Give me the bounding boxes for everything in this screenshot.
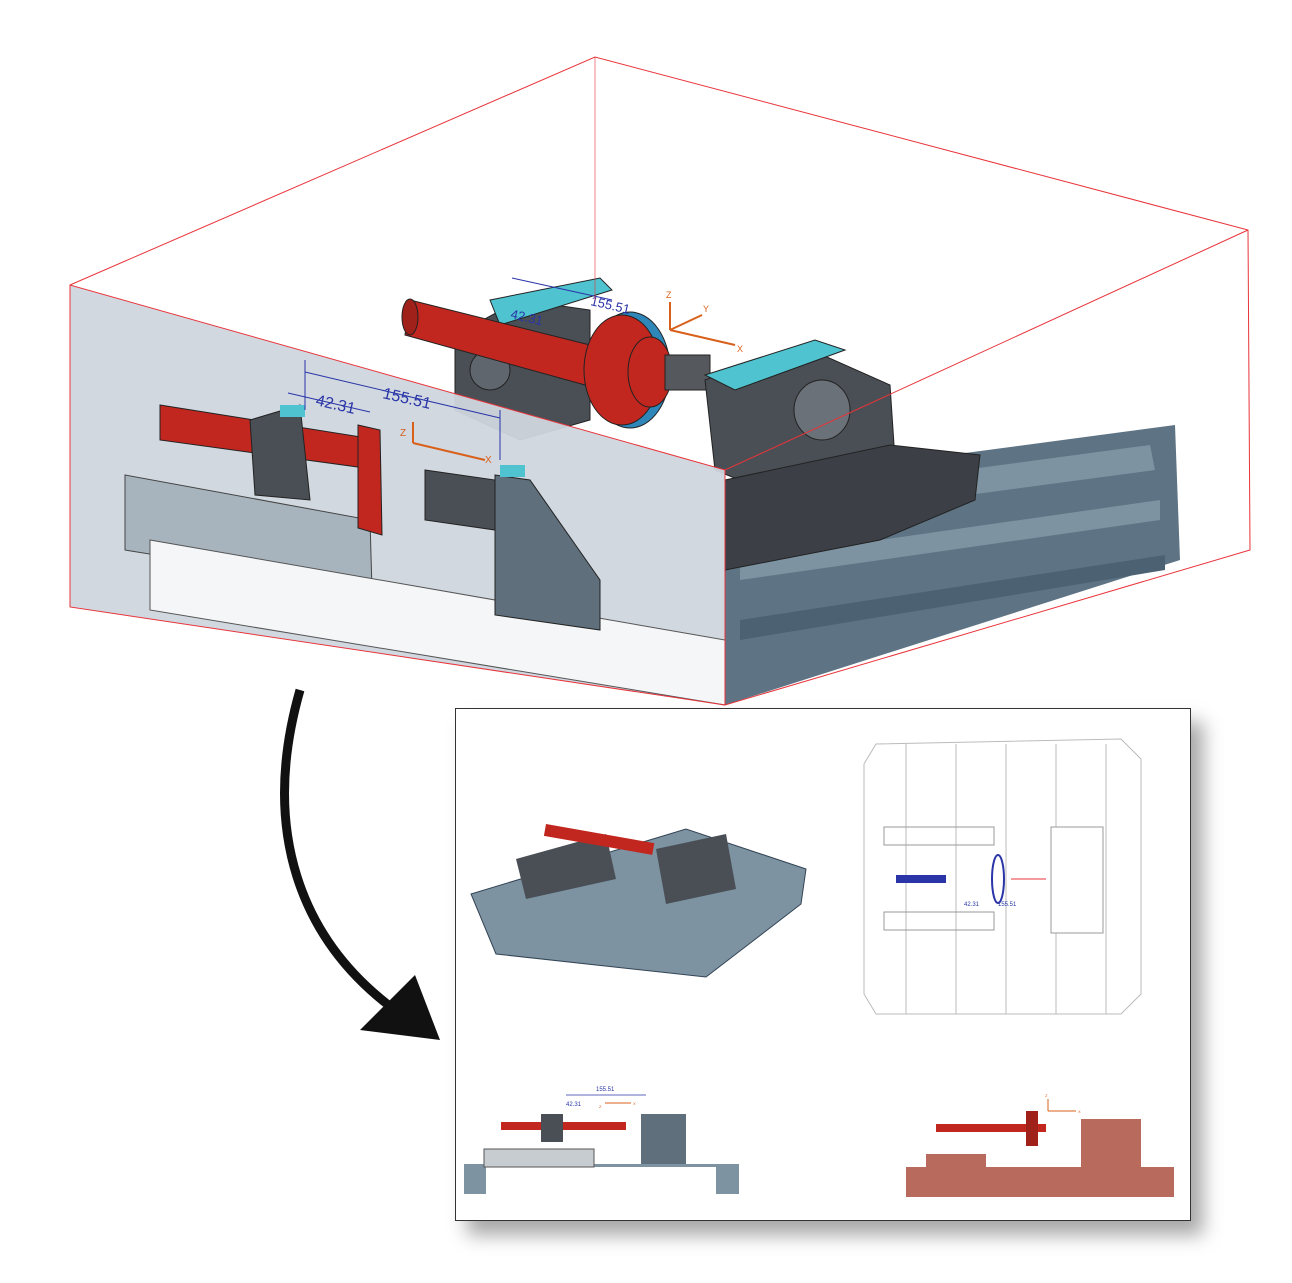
model-axis-z: Z — [666, 290, 672, 300]
isometric-view — [470, 824, 807, 978]
bounding-box — [69, 56, 1251, 706]
top-dim-short: 42.31 — [964, 902, 980, 908]
top-dim-long: 155.51 — [998, 902, 1017, 908]
front-view: 155.51 42.31 Z X — [464, 1087, 739, 1195]
drawing-sheet: 42.31 155.51 155.51 42.31 Z X Z X — [455, 708, 1191, 1221]
model-axis-x: X — [737, 344, 743, 354]
model-dim-short: 42.31 — [509, 306, 544, 328]
transition-arrow-icon — [280, 688, 440, 1040]
section-axis-x: X — [1078, 1109, 1081, 1114]
shaft-3d — [401, 298, 711, 429]
front-dim-short: 42.31 — [566, 1102, 582, 1108]
section-view: Z X — [906, 1093, 1174, 1197]
fixture-right-3d — [703, 339, 981, 571]
section-axis-z: Z — [1045, 1093, 1048, 1098]
front-dim-long: 155.51 — [596, 1087, 615, 1093]
drawing-views: 42.31 155.51 155.51 42.31 Z X Z X — [464, 738, 1174, 1197]
front-axis-x: X — [633, 1101, 636, 1106]
model-dim-long: 155.51 — [589, 293, 631, 317]
top-view: 42.31 155.51 — [863, 738, 1142, 1015]
front-axis-z: Z — [599, 1104, 602, 1109]
section-plane — [70, 285, 726, 706]
axis-z-label: Z — [400, 428, 406, 439]
axis-x-label: X — [485, 455, 492, 466]
model-axis-y: Y — [703, 304, 709, 314]
